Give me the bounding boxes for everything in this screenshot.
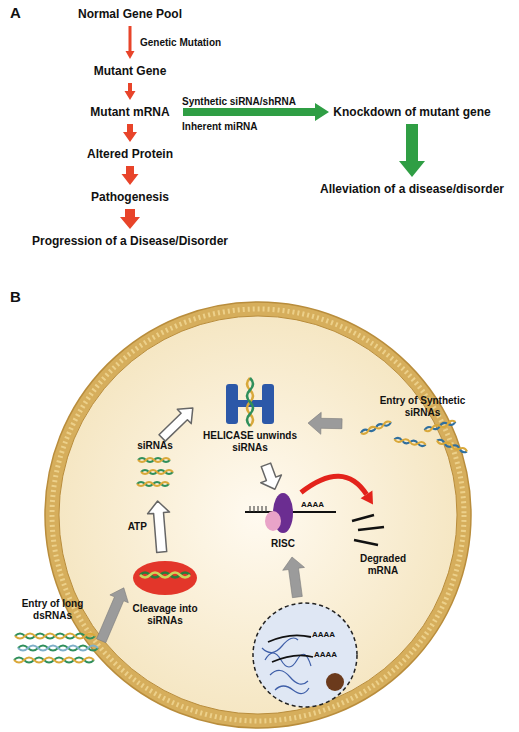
arrow-body [125, 83, 136, 100]
synthetic-sirna-entry: Entry of Synthetic siRNAs [345, 395, 475, 455]
dsrna-entry: Entry of long dsRNAs [5, 598, 100, 668]
node-text: Pathogenesis [40, 190, 220, 204]
node-text: Alleviation of a disease/disorder [314, 182, 510, 196]
polya-tail: AAAA [312, 630, 346, 639]
node-text: Entry of long dsRNAs [15, 598, 90, 622]
block-arrow [120, 209, 140, 229]
flow-step: Pathogenesis [40, 188, 220, 206]
nucleus-symbol [253, 603, 357, 707]
flow-step: Altered Protein [40, 145, 220, 163]
block-arrow [159, 408, 193, 441]
nucleus: AAAA AAAA [250, 600, 360, 710]
node-text: siRNAs [130, 440, 180, 452]
arrow-body [283, 557, 305, 598]
flow-step: Alleviation of a disease/disorder [314, 180, 510, 198]
arrow-head [361, 491, 373, 505]
block-arrow [123, 124, 137, 142]
panel-letter: B [10, 288, 21, 305]
node-text: RISC [265, 538, 301, 550]
node-text: HELICASE unwinds siRNAs [195, 430, 305, 454]
polya-tail: AAAA [314, 650, 348, 659]
sirna-group: siRNAs [130, 440, 180, 498]
flow-step: Mutant mRNA [80, 103, 180, 121]
arrow-body [123, 124, 137, 142]
arrow-body [97, 588, 129, 643]
dicer-blob [133, 561, 197, 595]
node-text: Degraded mRNA [348, 553, 418, 577]
membrane-inner-edge [59, 316, 457, 714]
arrow-body [261, 463, 282, 489]
block-arrow [122, 166, 139, 185]
long-dsrna-strands [14, 634, 98, 663]
node-text: Cleavage into siRNAs [130, 603, 200, 627]
block-arrow [125, 83, 136, 100]
block-arrow [148, 501, 170, 552]
node-text: Altered Protein [40, 147, 220, 161]
node-text: Progression of a Disease/Disorder [15, 234, 245, 248]
risc-symbol [245, 493, 336, 533]
flow-step: Progression of a Disease/Disorder [15, 232, 245, 250]
arrow-label: Inherent miRNA [182, 121, 258, 133]
risc-complex: AAAA RISC [235, 492, 340, 554]
degraded-mrna: Degraded mRNA [348, 505, 418, 580]
node-text: Knockdown of mutant gene [332, 105, 492, 119]
flow-step: Knockdown of mutant gene [332, 103, 492, 121]
sirna-duplexes [137, 458, 173, 486]
cell-membrane [52, 309, 464, 721]
arrow-shaft [301, 476, 367, 494]
block-arrow [97, 588, 129, 643]
arrow-body [159, 408, 193, 441]
edge-label: ATP [128, 521, 147, 533]
mrna-fragments [352, 515, 384, 545]
arrow-body [399, 124, 425, 177]
edge-label: Synthetic siRNA/shRNA [182, 96, 296, 108]
panel-letter: A [10, 4, 21, 21]
edge-label: Genetic Mutation [140, 37, 221, 49]
block-arrow [283, 557, 305, 598]
node-text: Mutant Gene [40, 64, 220, 78]
polya-tail: AAAA [301, 500, 335, 509]
dicer-cleavage: Cleavage into siRNAs [125, 555, 205, 630]
arrow-body [126, 26, 135, 59]
flow-step: Normal Gene Pool [40, 5, 220, 23]
arrow-body [308, 412, 342, 434]
block-arrow [399, 124, 425, 177]
node-text: Entry of Synthetic siRNAs [375, 395, 470, 419]
arrow-body [120, 209, 140, 229]
membrane-texture [52, 309, 464, 721]
membrane-outer-edge [45, 302, 471, 728]
node-text: Normal Gene Pool [40, 7, 220, 21]
block-arrow [261, 463, 282, 489]
node-text: Mutant mRNA [80, 105, 180, 119]
arrow-body [122, 166, 139, 185]
flow-step: Mutant Gene [40, 62, 220, 80]
block-arrow [126, 26, 135, 59]
helicase-symbol [226, 378, 274, 426]
arrow-body [148, 501, 170, 552]
synthetic-sirnas [360, 420, 467, 453]
block-arrow [308, 412, 342, 434]
helicase-complex: HELICASE unwinds siRNAs [195, 382, 305, 462]
